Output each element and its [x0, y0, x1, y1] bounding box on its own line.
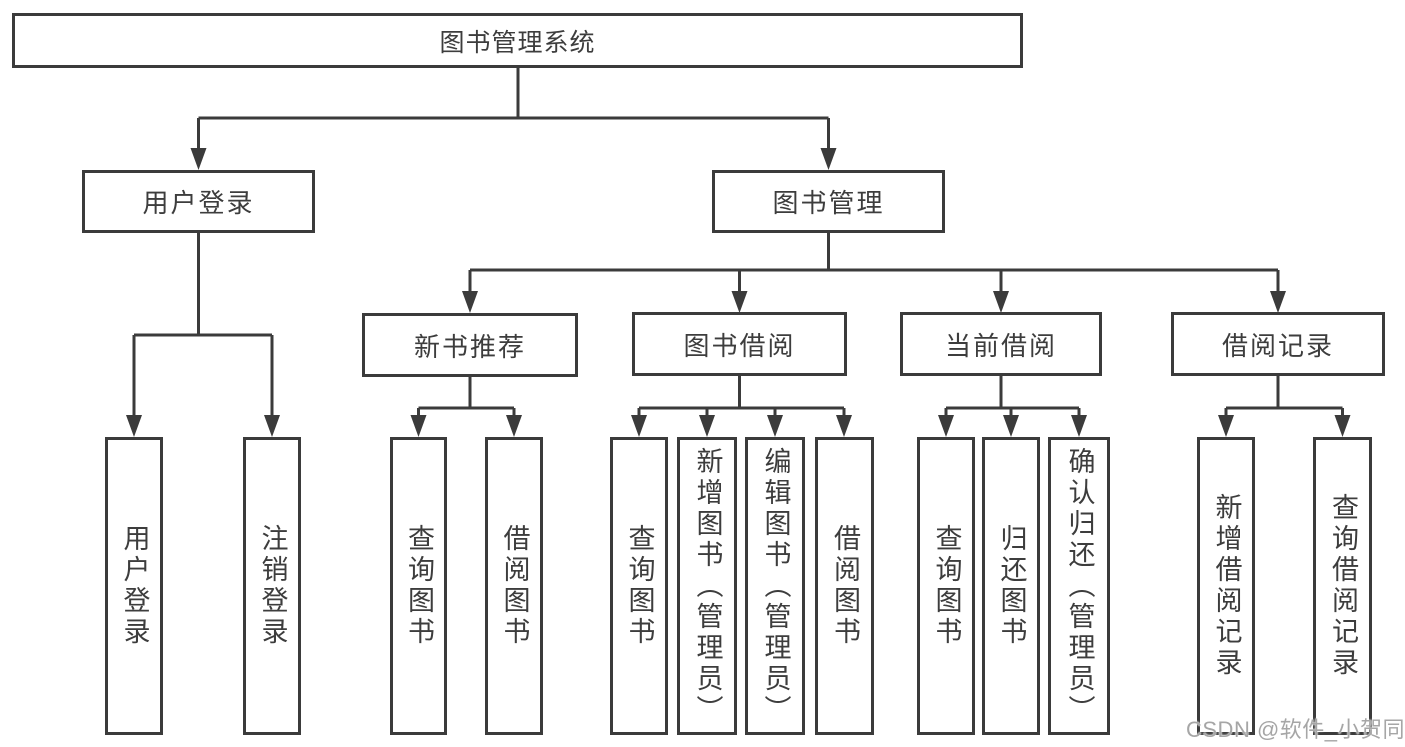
node-root: 图书管理系统 [12, 13, 1023, 68]
arrowhead [938, 415, 1087, 437]
leaf-add-borrow-record: 新增借阅记录 [1197, 437, 1255, 735]
leaf-borrow-book-1: 借阅图书 [485, 437, 543, 735]
leaf-borrow-book-2-label: 借阅图书 [830, 524, 860, 648]
leaf-query-book-3-label: 查询图书 [931, 524, 962, 648]
leaf-logout: 注销登录 [243, 437, 301, 735]
leaf-edit-book-admin-label: 编辑图书（管理员） [760, 446, 791, 726]
leaf-confirm-return-admin: 确认归还（管理员） [1048, 437, 1110, 735]
node-book-mgmt-label: 图书管理 [772, 188, 885, 218]
arrowhead [1218, 415, 1351, 437]
node-new-book-rec: 新书推荐 [362, 313, 578, 377]
leaf-query-book-2: 查询图书 [610, 437, 668, 735]
leaf-query-borrow-record-label: 查询借阅记录 [1328, 493, 1358, 679]
arrowhead [126, 415, 280, 437]
leaf-return-book: 归还图书 [982, 437, 1040, 735]
node-borrow-records: 借阅记录 [1171, 312, 1385, 376]
arrowhead [631, 415, 852, 437]
leaf-return-book-label: 归还图书 [996, 524, 1027, 648]
node-current-borrow-label: 当前借阅 [944, 330, 1057, 361]
leaf-user-login: 用户登录 [105, 437, 163, 735]
leaf-query-borrow-record: 查询借阅记录 [1313, 437, 1372, 735]
connector-root-to-level2 [190, 68, 837, 170]
node-user-login: 用户登录 [82, 170, 315, 233]
node-book-mgmt: 图书管理 [712, 170, 945, 233]
connector-borrow-records-to-leaves [1218, 376, 1351, 437]
leaf-add-book-admin-label: 新增图书（管理员） [692, 446, 723, 726]
leaf-confirm-return-admin-label: 确认归还（管理员） [1064, 446, 1095, 726]
node-book-borrow-label: 图书借阅 [683, 330, 796, 361]
connector-current-borrow-to-leaves [938, 376, 1087, 437]
leaf-query-book-1: 查询图书 [390, 437, 447, 735]
node-current-borrow: 当前借阅 [900, 312, 1102, 376]
leaf-query-book-2-label: 查询图书 [624, 524, 655, 648]
node-new-book-rec-label: 新书推荐 [413, 331, 526, 362]
leaf-borrow-book-2: 借阅图书 [815, 437, 874, 735]
connector-new-book-rec-to-leaves [410, 377, 522, 437]
node-borrow-records-label: 借阅记录 [1221, 330, 1334, 361]
leaf-logout-label: 注销登录 [257, 524, 288, 648]
node-book-borrow: 图书借阅 [632, 312, 847, 376]
csdn-watermark: CSDN @软件_小贺同学 [1186, 717, 1405, 742]
node-user-login-label: 用户登录 [142, 188, 255, 218]
arrowhead [462, 291, 1286, 313]
leaf-add-book-admin: 新增图书（管理员） [677, 437, 737, 735]
arrowhead [410, 415, 522, 437]
connector-user-login-to-leaves [126, 233, 280, 437]
leaf-edit-book-admin: 编辑图书（管理员） [745, 437, 805, 735]
node-root-label: 图书管理系统 [439, 28, 596, 57]
leaf-query-book-1-label: 查询图书 [404, 524, 434, 648]
connector-book-mgmt-to-level3 [462, 233, 1286, 313]
leaf-add-borrow-record-label: 新增借阅记录 [1211, 493, 1242, 679]
leaf-user-login-label: 用户登录 [119, 524, 150, 648]
leaf-borrow-book-1-label: 借阅图书 [499, 524, 530, 648]
arrowhead [190, 148, 837, 170]
leaf-query-book-3: 查询图书 [917, 437, 975, 735]
connector-book-borrow-to-leaves [631, 376, 852, 437]
